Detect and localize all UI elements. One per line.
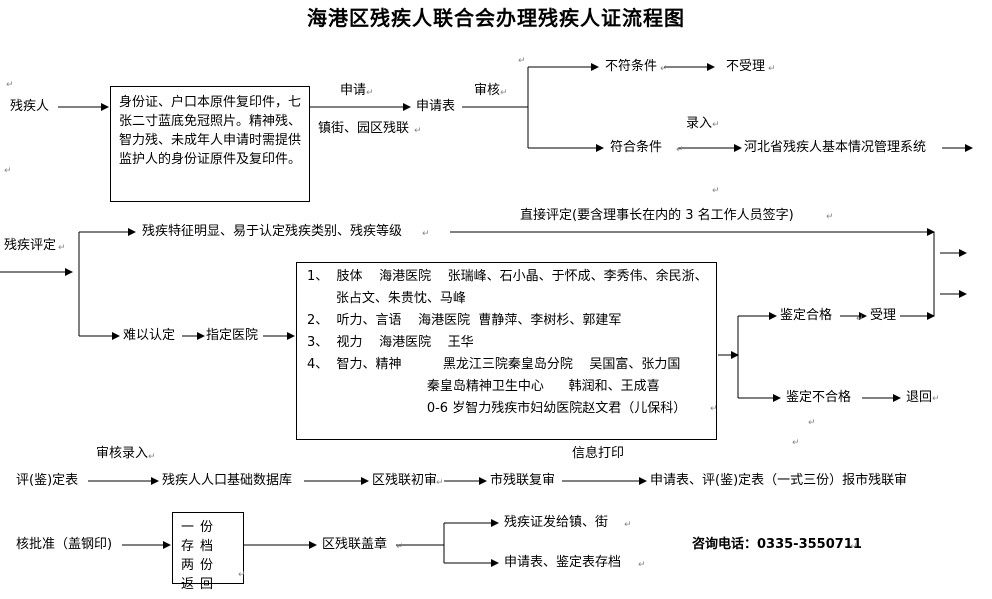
- hotline: 咨询电话：0335-3550711: [692, 537, 862, 552]
- node-return: 退回: [906, 390, 933, 405]
- node-city-second: 市残联复审: [490, 473, 556, 488]
- page-title: 海港区残疾人联合会办理残疾人证流程图: [307, 6, 685, 30]
- paragraph-mark: ↵: [436, 478, 444, 488]
- paragraph-mark: ↵: [624, 520, 632, 530]
- node-eval-form: 评(鉴)定表: [16, 473, 79, 488]
- node-assessment: 残疾评定: [4, 238, 57, 253]
- node-district-first: 区残联初审: [372, 473, 438, 488]
- paragraph-mark: ↵: [712, 120, 720, 130]
- paragraph-mark: ↵: [856, 314, 864, 324]
- paragraph-mark: ↵: [366, 88, 374, 98]
- label-enter: 录入: [686, 116, 713, 131]
- node-not-qualified: 不符条件: [605, 59, 658, 74]
- hospitals-box: 1、 肢体 海港医院 张瑞峰、石小晶、于怀成、李秀伟、余民浙、 张占文、朱贵忱、…: [296, 262, 717, 440]
- paragraph-mark: ↵: [238, 570, 246, 580]
- hospital-line: 2、 听力、言语 海港医院 曹静萍、李树杉、郭建军: [307, 313, 622, 328]
- label-direct: 直接评定(要含理事长在内的 3 名工作人员签字): [520, 208, 794, 223]
- paragraph-mark: ↵: [4, 166, 12, 176]
- node-app-form: 申请表: [416, 99, 456, 114]
- paragraph-mark: ↵: [808, 418, 816, 428]
- label-review-entry: 审核录入: [96, 446, 149, 461]
- paragraph-mark: ↵: [676, 145, 684, 155]
- paragraph-mark: ↵: [932, 394, 940, 404]
- node-pass: 鉴定合格: [780, 308, 833, 323]
- paragraph-mark: ↵: [850, 542, 858, 552]
- node-hard: 难以认定: [123, 328, 176, 343]
- hospital-line: 4、 智力、精神 黑龙江三院秦皇岛分院 吴国富、张力国: [307, 357, 681, 372]
- paragraph-mark: ↵: [660, 64, 668, 74]
- node-qualified: 符合条件: [610, 140, 663, 155]
- label-info-print: 信息打印: [572, 446, 625, 461]
- paragraph-mark: ↵: [768, 64, 776, 74]
- paragraph-mark: ↵: [422, 229, 430, 239]
- hospital-line: 3、 视力 海港医院 王华: [307, 335, 474, 350]
- paragraph-mark: ↵: [826, 212, 834, 222]
- node-obvious: 残疾特征明显、易于认定残疾类别、残疾等级: [142, 224, 403, 239]
- hospital-line: 秦皇岛精神卫生中心 韩润和、王成喜: [307, 379, 660, 394]
- keep-box-text: 一份存档两份返回: [181, 520, 220, 592]
- node-accept: 受理: [870, 308, 897, 323]
- node-hebei-system: 河北省残疾人基本情况管理系统: [744, 140, 927, 155]
- node-not-accepted: 不受理: [726, 59, 766, 74]
- node-applicant: 残疾人: [10, 99, 50, 114]
- hospital-line: 1、 肢体 海港医院 张瑞峰、石小晶、于怀成、李秀伟、余民浙、: [307, 269, 708, 284]
- hospital-line: 张占文、朱贵忱、马峰: [307, 291, 466, 306]
- docs-box-text: 身份证、户口本原件复印件，七张二寸蓝底免冠照片。精神残、智力残、未成年人申请时需…: [119, 95, 302, 167]
- paragraph-mark: ↵: [638, 560, 646, 570]
- paragraph-mark: ↵: [148, 452, 156, 462]
- docs-box: 身份证、户口本原件复印件，七张二寸蓝底免冠照片。精神残、智力残、未成年人申请时需…: [110, 86, 310, 202]
- paragraph-mark: ↵: [710, 404, 718, 414]
- node-issue-card: 残疾证发给镇、街: [504, 515, 609, 530]
- node-fail: 鉴定不合格: [786, 390, 852, 405]
- paragraph-mark: ↵: [712, 186, 720, 196]
- label-review: 审核: [474, 83, 501, 98]
- node-designated: 指定医院: [206, 328, 259, 343]
- node-approve: 核批准（盖钢印): [16, 537, 113, 552]
- paragraph-mark: ↵: [414, 126, 422, 136]
- paragraph-mark: ↵: [792, 438, 800, 448]
- paragraph-mark: ↵: [396, 542, 404, 552]
- label-apply: 申请: [340, 83, 367, 98]
- node-archive: 申请表、鉴定表存档: [504, 555, 622, 570]
- paragraph-mark: ↵: [6, 80, 14, 90]
- paragraph-mark: ↵: [58, 243, 66, 253]
- hospital-line: 0-6 岁智力残疾市妇幼医院赵文君（儿保科）: [307, 401, 687, 416]
- keep-box: 一份存档两份返回: [172, 512, 244, 592]
- node-report-city: 申请表、评(鉴)定表（一式三份）报市残联审: [650, 473, 908, 488]
- label-apply-office: 镇街、园区残联: [318, 121, 410, 136]
- paragraph-mark: ↵: [518, 56, 526, 66]
- node-district-seal: 区残联盖章: [322, 537, 388, 552]
- paragraph-mark: ↵: [500, 88, 508, 98]
- node-population-db: 残疾人人口基础数据库: [162, 473, 293, 488]
